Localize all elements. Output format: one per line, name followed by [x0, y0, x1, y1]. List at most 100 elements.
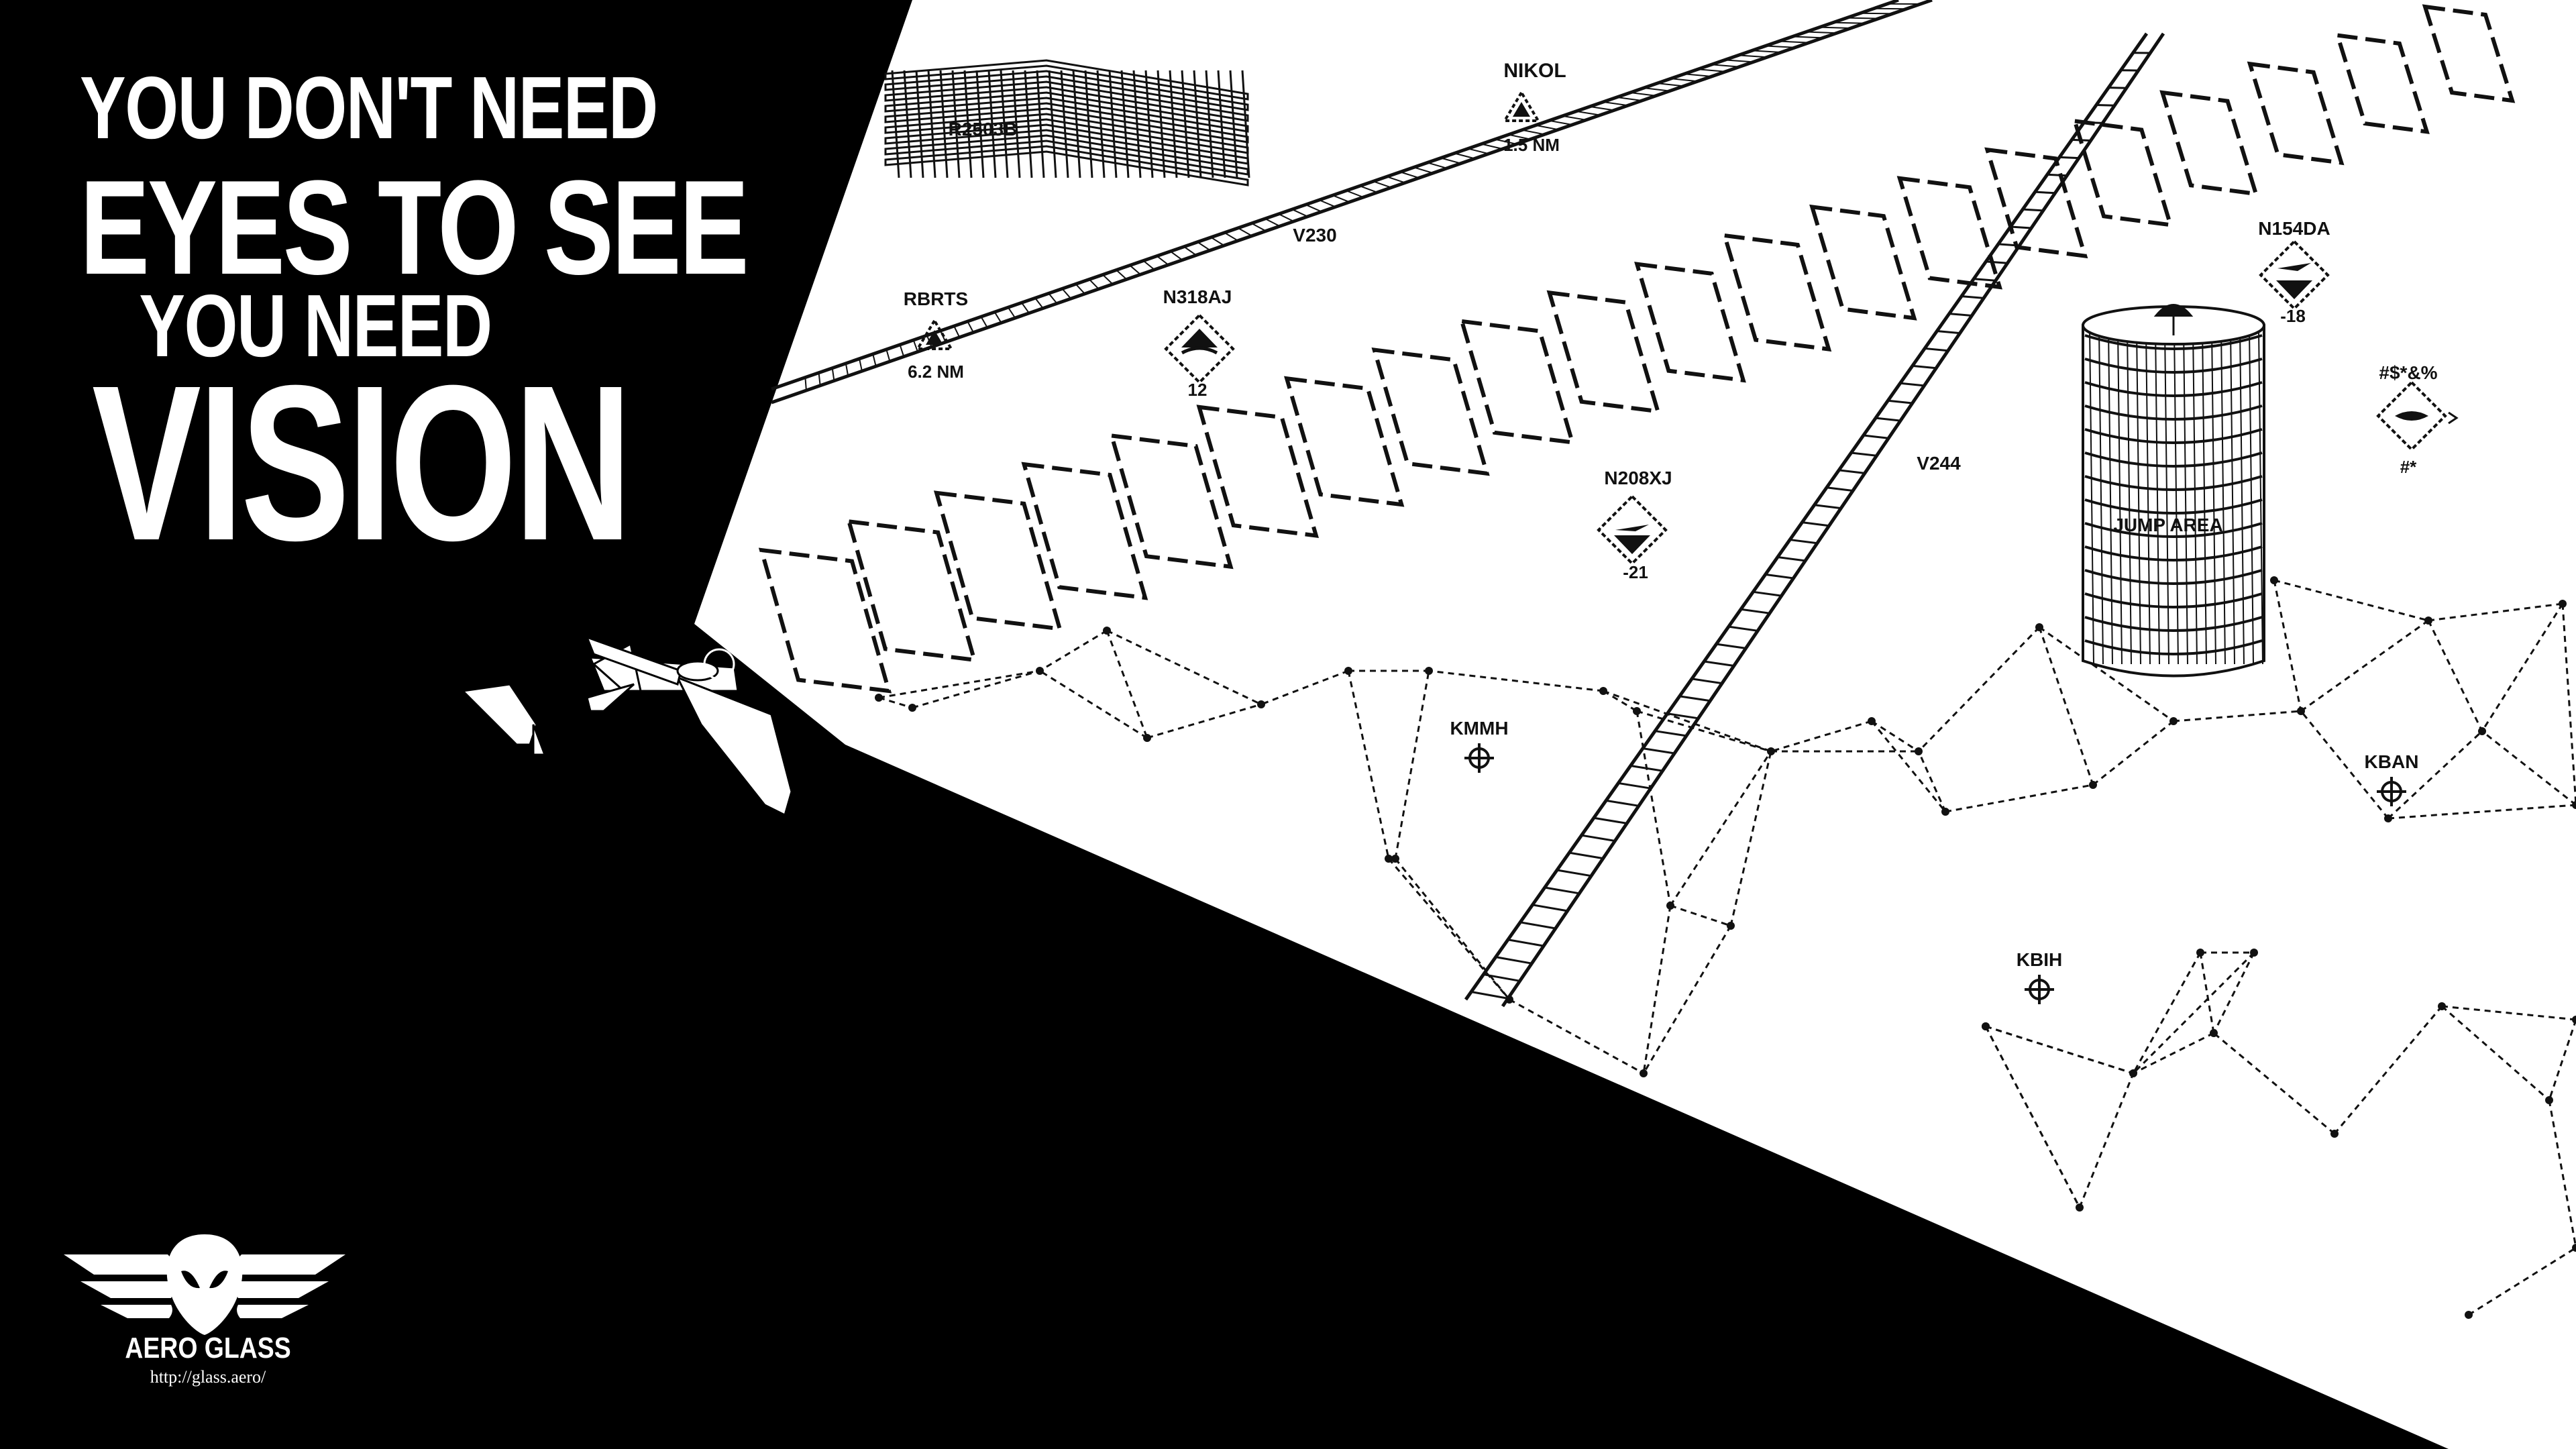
terrain-vertex: [2210, 1029, 2218, 1037]
restricted-area-label: R2503B: [949, 119, 1018, 140]
restricted-area-hatch: [963, 70, 973, 178]
airway-v230-rung: [1576, 110, 1601, 116]
headline-line-2: EYES TO SEE: [80, 153, 749, 303]
restricted-area-hatch: [915, 70, 924, 178]
terrain-edge: [1770, 720, 1872, 753]
airway-v244-rung: [1900, 382, 1925, 387]
terrain-vertex: [1036, 667, 1044, 675]
waypoint-nikol-distance: 1.5 NM: [1503, 135, 1560, 155]
airway-v244-rung: [1704, 660, 1734, 667]
jump-area-hatch: [2192, 328, 2198, 665]
airway-v244-rung: [1618, 782, 1651, 790]
terrain-edge: [1669, 751, 1772, 906]
headline-line-1: YOU DON'T NEED: [80, 58, 658, 157]
airway-v244-rung: [1924, 347, 1949, 352]
terrain-vertex: [2572, 1016, 2576, 1024]
airway-v230-rung: [980, 316, 988, 328]
airway-v230-rung: [804, 377, 807, 391]
jump-area-hatch: [2174, 328, 2179, 665]
terrain-edge: [2548, 1099, 2576, 1248]
jump-area-hatch: [2155, 328, 2160, 665]
airway-v230-rung: [1644, 87, 1670, 92]
restricted-area-layer: [884, 145, 1249, 186]
terrain-vertex: [1103, 627, 1111, 635]
restricted-area-hatch: [1144, 70, 1154, 178]
airway-v230-rung: [1521, 129, 1545, 136]
terrain-vertex: [1767, 747, 1775, 755]
airway-v230-label: V230: [1293, 225, 1336, 246]
jump-area-hatch: [2117, 328, 2123, 665]
jump-area-ring: [2084, 428, 2263, 444]
terrain-vertex: [1727, 922, 1735, 930]
terrain-edge: [2481, 603, 2564, 732]
terrain-edge: [2561, 603, 2576, 806]
terrain-edge: [1636, 710, 1772, 753]
terrain-edge: [1642, 905, 1672, 1074]
airway-v244-rung: [1839, 469, 1865, 474]
terrain-edge: [1509, 998, 1644, 1075]
airway-v244-rung: [2023, 208, 2043, 212]
airway-v244-rung: [1986, 260, 2008, 264]
jump-area-ring: [2084, 592, 2263, 608]
terrain-vertex: [1666, 902, 1674, 910]
airway-v244-rung: [1912, 364, 1937, 370]
traffic-n154da-callsign: N154DA: [2258, 218, 2330, 239]
terrain-vertex: [1257, 700, 1265, 708]
flight-path-box: [2422, 4, 2516, 103]
terrain-edge: [2481, 730, 2576, 806]
airway-v244-rung: [1765, 573, 1794, 580]
brand-url[interactable]: http://glass.aero/: [150, 1367, 266, 1387]
airway-v230-rung: [953, 325, 961, 338]
restricted-area-hatch: [891, 70, 900, 178]
terrain-edge: [1260, 669, 1349, 706]
waypoint-rbrts-distance: 6.2 NM: [908, 362, 964, 382]
terrain-vertex: [908, 704, 916, 712]
airway-v230-rung: [1007, 307, 1016, 319]
terrain-edge: [2133, 1032, 2214, 1075]
airway-v230-rung: [1224, 231, 1238, 241]
terrain-vertex: [2250, 949, 2258, 957]
airway-v244-rung: [1789, 539, 1818, 545]
terrain-edge: [1729, 751, 1772, 926]
restricted-area-hatch: [1132, 70, 1142, 178]
flight-path-box: [1896, 176, 2002, 290]
terrain-vertex: [1633, 707, 1641, 715]
terrain-edge: [2548, 1019, 2576, 1101]
jump-area-ring: [2084, 451, 2263, 468]
restricted-area-hatch: [1072, 70, 1081, 178]
headline-line-3: YOU NEED: [139, 276, 492, 375]
flight-path-box: [1021, 462, 1148, 600]
terrain-edge: [1984, 1026, 2081, 1208]
airway-v230-rung: [1156, 255, 1169, 266]
terrain-edge: [1603, 690, 1638, 712]
airway-v244-rung: [1851, 451, 1877, 457]
airway-v230: [771, 0, 1933, 405]
airway-v244-rung: [2108, 87, 2127, 89]
restricted-area-layer: [884, 59, 1249, 101]
airway-v230-rung: [1359, 185, 1378, 193]
airway-v244-rung: [1532, 904, 1568, 912]
airway-v230-rung: [1589, 105, 1615, 111]
airway-v230-rung: [1170, 250, 1183, 261]
airway-v244-rung: [1961, 295, 1984, 299]
jump-area-ring: [2084, 522, 2263, 538]
terrain-edge: [1917, 626, 2041, 753]
airway-v244-rung: [1826, 486, 1854, 492]
airway-v244-rung: [2059, 156, 2079, 160]
airway-v230-rung: [1400, 171, 1419, 179]
jump-area-hatch: [2145, 328, 2151, 665]
terrain-vertex: [2572, 801, 2576, 809]
airport-kban-label: KBAN: [2365, 751, 2419, 772]
restricted-area-hatch: [1060, 70, 1069, 178]
terrain-edge: [2428, 602, 2563, 622]
airway-v230-rung: [1021, 302, 1030, 314]
airport-kbih-label: KBIH: [2017, 949, 2062, 970]
traffic-unknown-altitude: #*: [2400, 457, 2417, 477]
airway-v230-rung: [899, 344, 905, 357]
airway-v244-rung: [2096, 104, 2115, 107]
terrain-edge: [1146, 703, 1262, 739]
terrain-edge: [2300, 710, 2390, 819]
traffic-unknown-icon: [2376, 380, 2459, 451]
restricted-area-hatch: [1096, 70, 1106, 178]
